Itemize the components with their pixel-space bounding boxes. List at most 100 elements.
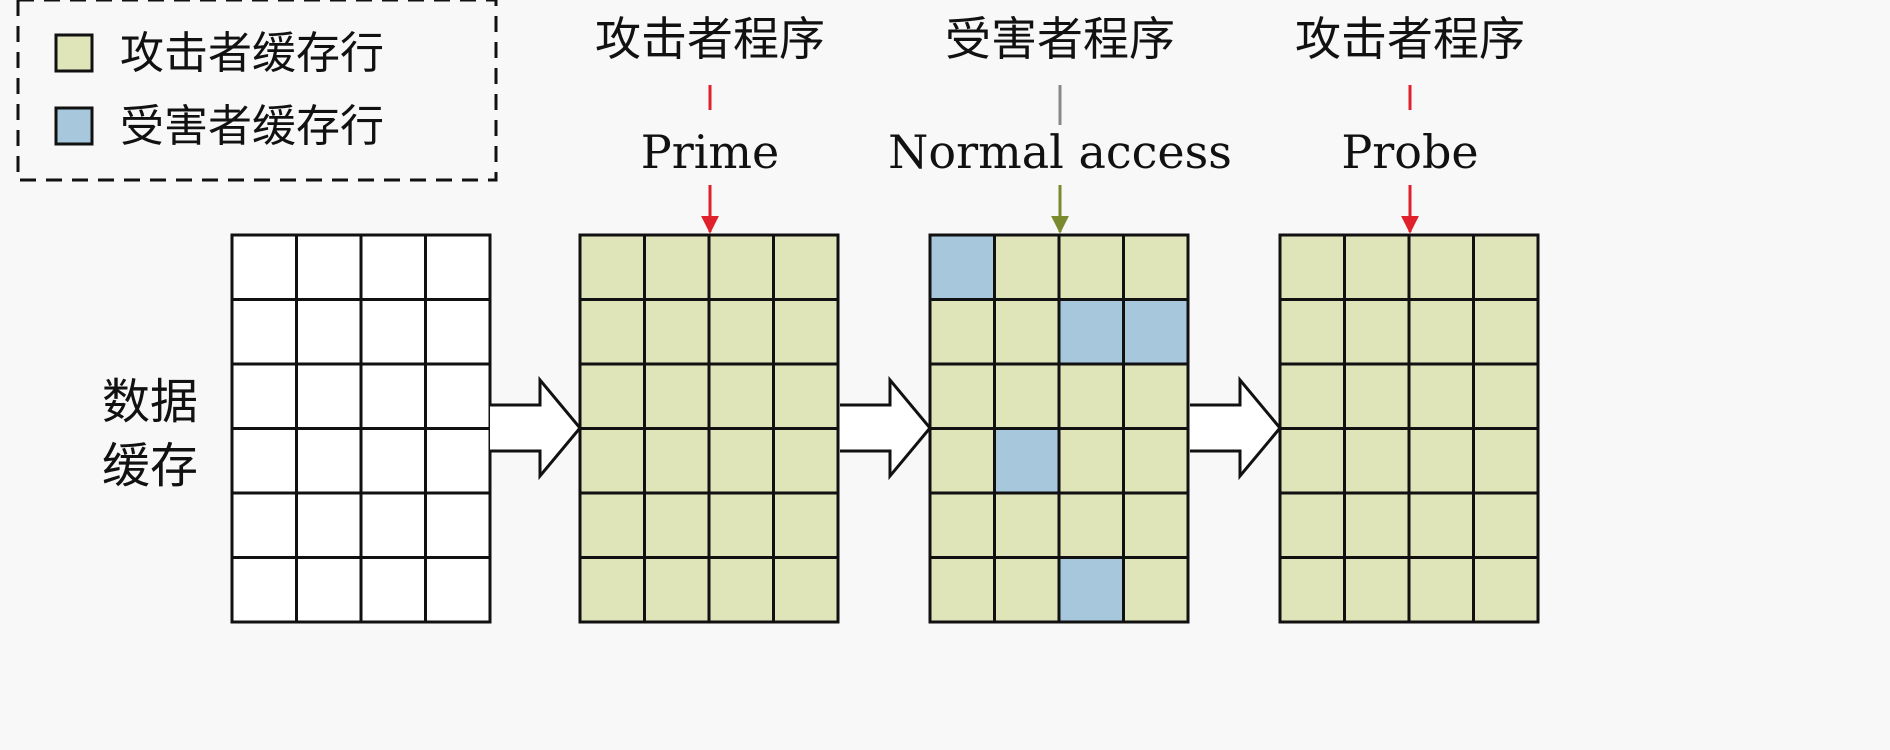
attacker-cache-line xyxy=(578,491,646,559)
empty-cache-line xyxy=(424,427,492,495)
attacker-cache-line xyxy=(707,556,775,624)
transition-arrow-1 xyxy=(490,375,582,481)
empty-cache-line xyxy=(230,427,298,495)
empty-cache-line xyxy=(230,556,298,624)
legend-item-victim: 受害者缓存行 xyxy=(54,101,384,152)
attacker-cache-line xyxy=(578,427,646,495)
attacker-cache-line xyxy=(1057,233,1125,301)
attacker-cache-line xyxy=(1407,233,1475,301)
attacker-cache-line xyxy=(1472,491,1540,559)
attacker-cache-line xyxy=(707,491,775,559)
empty-cache-line xyxy=(359,233,427,301)
stage-2-action: Normal access xyxy=(888,125,1232,179)
attacker-cache-line xyxy=(928,298,996,366)
stage-1-program: 攻击者程序 xyxy=(595,12,825,66)
attacker-cache-line xyxy=(578,362,646,430)
attacker-cache-line xyxy=(1057,491,1125,559)
empty-cache-line xyxy=(230,362,298,430)
attacker-cache-line xyxy=(993,556,1061,624)
attacker-cache-line xyxy=(1343,233,1411,301)
stage-3-action: Probe xyxy=(1341,125,1478,179)
attacker-cache-line xyxy=(1472,427,1540,495)
attacker-cache-line xyxy=(1472,362,1540,430)
stage-3-header: 攻击者程序 Probe xyxy=(1295,12,1525,234)
legend: 攻击者缓存行 受害者缓存行 xyxy=(16,0,498,182)
attacker-cache-line xyxy=(772,427,840,495)
empty-cache-line xyxy=(295,233,363,301)
attacker-cache-line xyxy=(993,233,1061,301)
empty-cache-line xyxy=(359,556,427,624)
attacker-cache-line xyxy=(928,556,996,624)
attacker-cache-line xyxy=(1343,556,1411,624)
attacker-cache-line xyxy=(643,233,711,301)
victim-cache-line xyxy=(928,233,996,301)
stage-1-action: Prime xyxy=(641,125,780,179)
attacker-cache-line xyxy=(1472,556,1540,624)
attacker-cache-line xyxy=(1343,491,1411,559)
empty-cache-line xyxy=(424,298,492,366)
attacker-cache-line xyxy=(643,427,711,495)
attacker-cache-line xyxy=(707,362,775,430)
attacker-cache-line xyxy=(1407,556,1475,624)
empty-cache-line xyxy=(230,233,298,301)
empty-cache-line xyxy=(295,491,363,559)
attacker-cache-line xyxy=(1343,362,1411,430)
cache-grid-initial xyxy=(230,233,492,624)
attacker-cache-line xyxy=(1278,491,1346,559)
attacker-cache-line xyxy=(643,362,711,430)
empty-cache-line xyxy=(424,362,492,430)
empty-cache-line xyxy=(359,427,427,495)
victim-cache-line xyxy=(993,427,1061,495)
attacker-cache-line xyxy=(1278,556,1346,624)
attacker-cache-line xyxy=(772,491,840,559)
stage-2-program: 受害者程序 xyxy=(945,12,1175,66)
block-arrow-3 xyxy=(1190,375,1282,481)
attacker-cache-line xyxy=(772,298,840,366)
legend-label-attacker: 攻击者缓存行 xyxy=(120,28,384,79)
transition-arrow-3 xyxy=(1190,375,1282,481)
attacker-cache-line xyxy=(643,298,711,366)
attacker-cache-line xyxy=(1057,362,1125,430)
attacker-cache-line xyxy=(772,556,840,624)
attacker-cache-line xyxy=(928,427,996,495)
attacker-cache-line xyxy=(1122,427,1190,495)
attacker-cache-line xyxy=(1122,233,1190,301)
cache-label-line-2: 缓存 xyxy=(102,438,198,494)
empty-cache-line xyxy=(295,427,363,495)
empty-cache-line xyxy=(424,556,492,624)
attacker-cache-line xyxy=(578,233,646,301)
attacker-cache-line xyxy=(643,556,711,624)
empty-cache-line xyxy=(230,298,298,366)
empty-cache-line xyxy=(359,298,427,366)
legend-label-victim: 受害者缓存行 xyxy=(120,101,384,152)
attacker-cache-line xyxy=(1407,362,1475,430)
attacker-cache-line xyxy=(993,362,1061,430)
victim-cache-line xyxy=(1057,556,1125,624)
empty-cache-line xyxy=(295,362,363,430)
stage-2-header: 受害者程序 Normal access xyxy=(888,12,1232,234)
cache-label: 数据 缓存 xyxy=(102,374,198,494)
stage-1-header: 攻击者程序 Prime xyxy=(595,12,825,234)
attacker-cache-line xyxy=(928,491,996,559)
legend-item-attacker: 攻击者缓存行 xyxy=(54,28,384,79)
attacker-cache-line xyxy=(993,491,1061,559)
attacker-cache-line xyxy=(578,556,646,624)
block-arrow-1 xyxy=(490,375,582,481)
victim-cache-line xyxy=(1122,298,1190,366)
attacker-cache-line xyxy=(1407,298,1475,366)
legend-border xyxy=(16,0,498,182)
empty-cache-line xyxy=(295,556,363,624)
empty-cache-line xyxy=(359,491,427,559)
attacker-cache-line xyxy=(1472,233,1540,301)
legend-swatch-victim xyxy=(54,106,94,146)
attacker-cache-line xyxy=(1407,427,1475,495)
empty-cache-line xyxy=(359,362,427,430)
attacker-cache-line xyxy=(772,233,840,301)
cache-grid-normal-access xyxy=(928,233,1190,624)
attacker-cache-line xyxy=(1278,362,1346,430)
empty-cache-line xyxy=(424,491,492,559)
attacker-cache-line xyxy=(707,233,775,301)
cache-grid-prime xyxy=(578,233,840,624)
empty-cache-line xyxy=(295,298,363,366)
